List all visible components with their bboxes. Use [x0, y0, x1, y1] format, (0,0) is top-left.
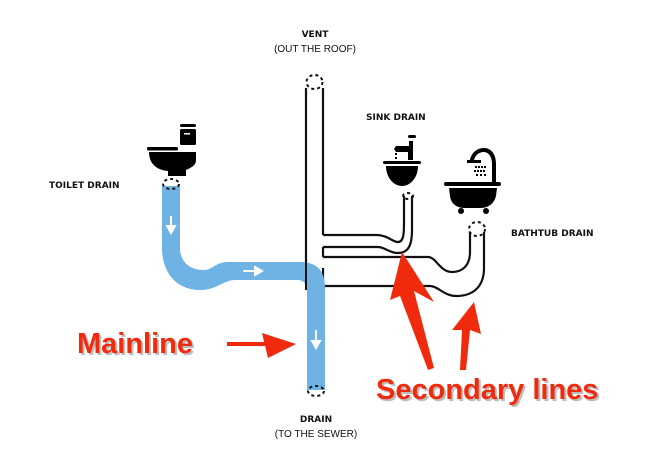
toilet-icon [147, 124, 196, 176]
toilet-opening [162, 178, 180, 190]
bathtub-icon [444, 148, 501, 214]
secondary-pipes [304, 88, 486, 298]
vent-opening [305, 74, 324, 90]
secondary-callout-shadow: Secondary lines [378, 376, 600, 408]
mainline-arrow-icon [227, 333, 296, 358]
secondary-callout: Secondary lines Secondary lines [376, 252, 600, 408]
mainline-pipe [162, 186, 325, 390]
sink-drain-pipe [323, 196, 406, 244]
mainline-callout-shadow: Mainline [79, 330, 195, 362]
secondary-arrow-icon-1 [390, 252, 434, 370]
labels: VENT (OUT THE ROOF) SINK DRAIN TOILET DR… [49, 30, 594, 440]
mainline-callout: Mainline Mainline [77, 328, 296, 362]
drain-label: DRAIN [300, 415, 332, 425]
mainline-callout-text: Mainline [77, 328, 193, 360]
sink-drain-pipe-inner [323, 196, 414, 255]
bathtub-opening [468, 221, 486, 237]
flow-arrow-down-drain [310, 330, 322, 351]
vent-label: VENT [302, 30, 330, 40]
sink-opening [402, 192, 414, 200]
flow-arrow-right [243, 265, 265, 277]
bathtub-drain-label: BATHTUB DRAIN [511, 229, 594, 239]
bathtub-drain-pipe-outer [323, 232, 486, 298]
shower-drops [474, 166, 486, 176]
toilet-drain-label: TOILET DRAIN [49, 181, 120, 191]
mainline-path [162, 186, 325, 390]
secondary-arrow-icon-2 [452, 302, 481, 370]
vent-sublabel: (OUT THE ROOF) [274, 44, 356, 55]
secondary-callout-text: Secondary lines [376, 374, 598, 406]
pipe-openings [162, 74, 486, 397]
sink-drain-label: SINK DRAIN [366, 113, 426, 123]
sink-icon [383, 135, 421, 186]
drain-sublabel: (TO THE SEWER) [275, 429, 357, 440]
flow-arrow-down-toilet [165, 216, 177, 236]
drain-opening [307, 385, 325, 397]
bathtub-drain-pipe [323, 232, 472, 274]
